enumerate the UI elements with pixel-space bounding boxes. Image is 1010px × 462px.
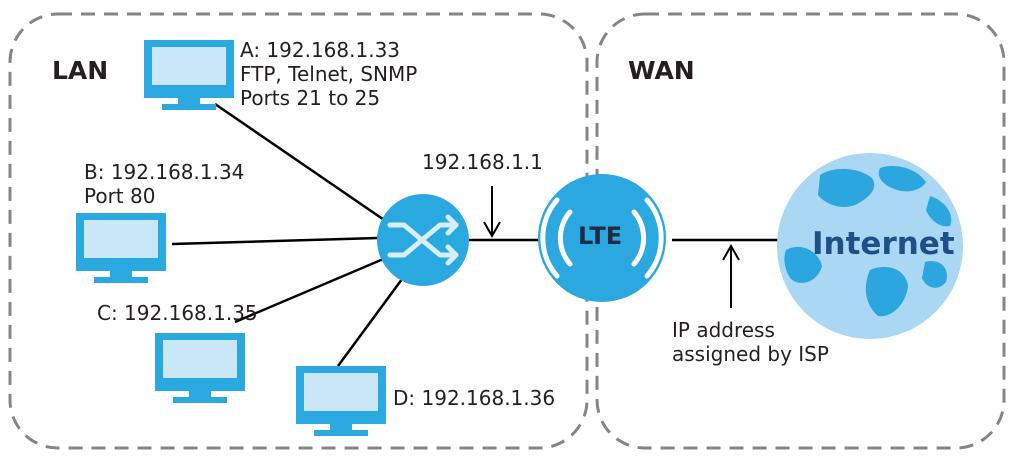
- globe-icon: [777, 153, 963, 339]
- arrow-down-icon: [483, 186, 501, 239]
- lte-label: LTE: [578, 222, 623, 250]
- host-a-label: A: 192.168.1.33 FTP, Telnet, SNMP Ports …: [240, 38, 417, 110]
- host-b-label: B: 192.168.1.34 Port 80: [84, 160, 244, 208]
- monitor-a-icon: [144, 40, 234, 110]
- link-c-router: [234, 255, 389, 324]
- host-d-label: D: 192.168.1.36: [393, 386, 556, 410]
- wan-zone-label: WAN: [628, 56, 695, 85]
- internet-label: Internet: [812, 226, 955, 262]
- link-a-router: [214, 102, 394, 228]
- router-icon: [377, 194, 469, 286]
- arrow-up-icon: [722, 243, 740, 308]
- isp-line-1: IP address: [672, 318, 775, 342]
- monitor-b-icon: [76, 213, 166, 283]
- lte-device-icon: [538, 174, 666, 302]
- host-b-port: Port 80: [84, 184, 156, 208]
- link-b-router: [171, 236, 379, 246]
- host-a-ip: A: 192.168.1.33: [240, 38, 401, 62]
- lan-zone-label: LAN: [52, 56, 109, 85]
- monitor-d-icon: [296, 366, 386, 436]
- isp-label: IP address assigned by ISP: [672, 318, 829, 366]
- wan-zone-border: [595, 12, 1006, 450]
- host-c-label: C: 192.168.1.35: [97, 301, 258, 325]
- host-a-ports: Ports 21 to 25: [240, 86, 381, 110]
- isp-line-2: assigned by ISP: [672, 342, 829, 366]
- host-b-ip: B: 192.168.1.34: [84, 160, 245, 184]
- router-ip-label: 192.168.1.1: [422, 150, 543, 174]
- link-d-router: [336, 274, 407, 367]
- host-a-services: FTP, Telnet, SNMP: [240, 62, 418, 86]
- monitor-c-icon: [155, 333, 245, 403]
